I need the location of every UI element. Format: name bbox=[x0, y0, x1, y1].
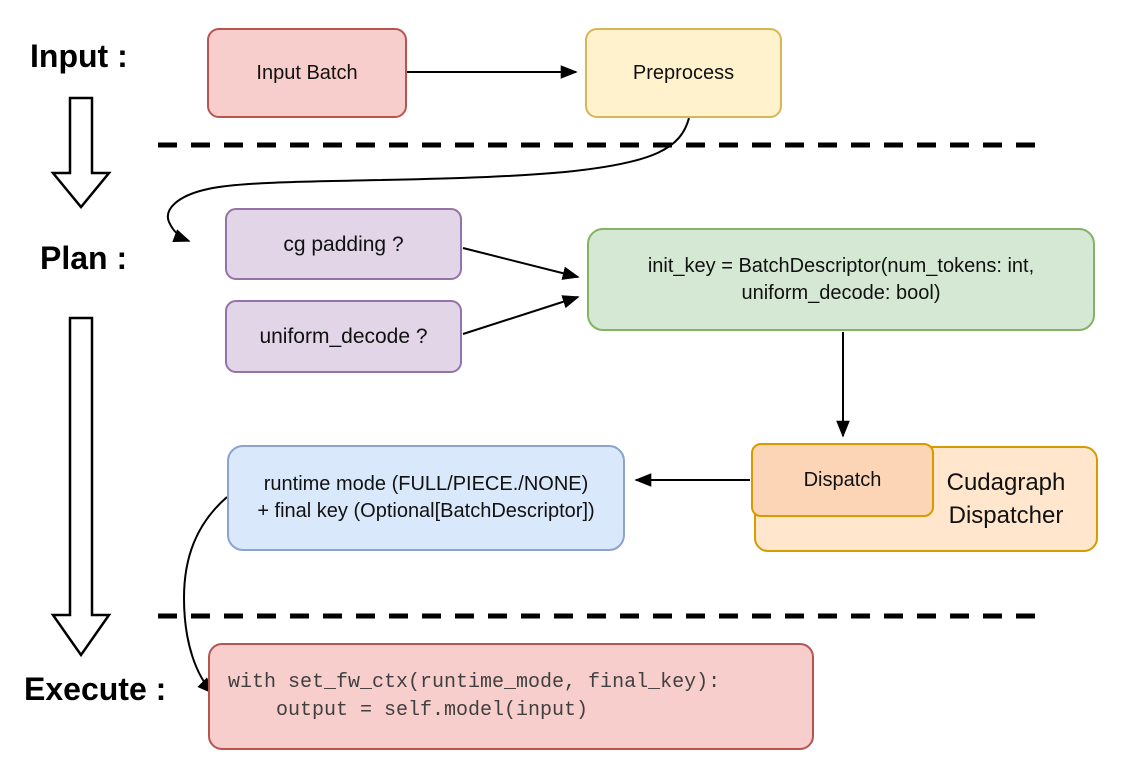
node-cudagraph-dispatcher-label: Cudagraph Dispatcher bbox=[921, 466, 1091, 532]
node-uniform-decode-label: uniform_decode ? bbox=[259, 325, 428, 348]
phase-label-plan: Plan : bbox=[40, 240, 128, 276]
phase-label-execute: Execute : bbox=[24, 671, 167, 707]
node-input-batch: Input Batch bbox=[207, 28, 407, 118]
node-cg-padding: cg padding ? bbox=[225, 208, 462, 280]
arrow-cg-padding-to-init-key bbox=[462, 247, 580, 280]
arrow-preprocess-to-cg-padding bbox=[166, 117, 690, 242]
phase-label-input: Input : bbox=[30, 38, 128, 74]
node-input-batch-label: Input Batch bbox=[256, 61, 358, 84]
node-dispatch-label: Dispatch bbox=[803, 468, 882, 491]
node-runtime-mode-line1: runtime mode (FULL/PIECE./NONE) bbox=[263, 473, 589, 495]
phase-arrow-plan-to-execute bbox=[50, 316, 112, 658]
node-preprocess-label: Preprocess bbox=[632, 61, 735, 84]
phase-arrow-input-to-plan bbox=[50, 96, 112, 209]
execute-code-line2: output = self.model(input) bbox=[228, 698, 589, 722]
node-init-key: init_key = BatchDescriptor(num_tokens: i… bbox=[587, 228, 1095, 331]
node-preprocess: Preprocess bbox=[585, 28, 782, 118]
arrow-uniform-decode-to-init-key bbox=[462, 295, 580, 335]
arrow-runtime-mode-to-execute-code bbox=[182, 496, 228, 695]
cudagraph-line1: Cudagraph bbox=[946, 469, 1066, 496]
cudagraph-line2: Dispatcher bbox=[948, 502, 1064, 529]
node-cg-padding-label: cg padding ? bbox=[283, 232, 404, 256]
node-execute-code: with set_fw_ctx(runtime_mode, final_key)… bbox=[208, 643, 814, 750]
node-init-key-line1: init_key = BatchDescriptor(num_tokens: i… bbox=[647, 254, 1035, 277]
execute-code-block: with set_fw_ctx(runtime_mode, final_key)… bbox=[210, 669, 720, 725]
node-init-key-line2: uniform_decode: bool) bbox=[741, 281, 941, 304]
node-uniform-decode: uniform_decode ? bbox=[225, 300, 462, 373]
node-runtime-mode: runtime mode (FULL/PIECE./NONE) + final … bbox=[227, 445, 625, 551]
node-runtime-mode-line2: + final key (Optional[BatchDescriptor]) bbox=[257, 500, 595, 522]
node-dispatch: Dispatch bbox=[751, 443, 934, 517]
execute-code-line1: with set_fw_ctx(runtime_mode, final_key)… bbox=[228, 670, 721, 694]
